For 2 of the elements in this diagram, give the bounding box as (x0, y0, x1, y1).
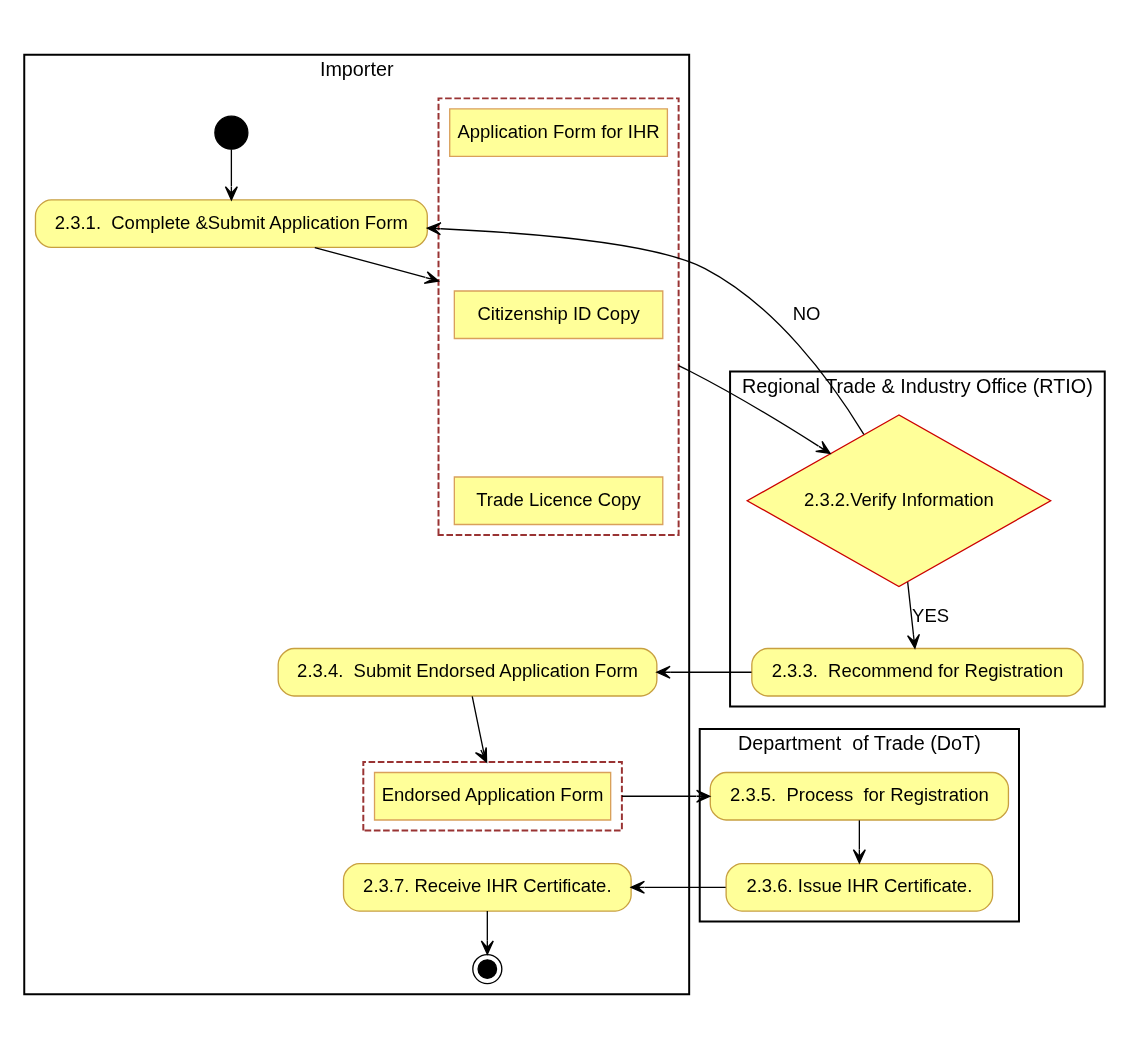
edge-label: NO (792, 302, 821, 324)
edge-label: YES (912, 604, 950, 626)
